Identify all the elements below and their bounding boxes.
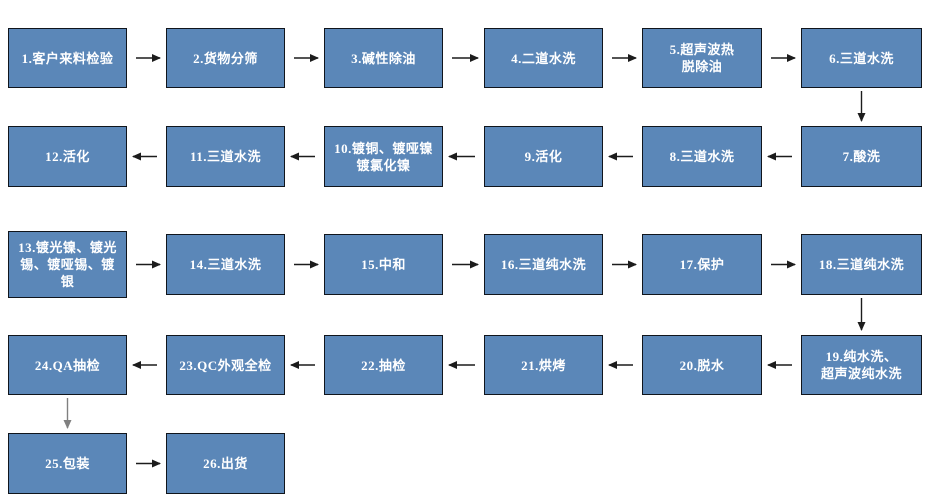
flow-step-3: 3.碱性除油 xyxy=(324,28,443,88)
flow-step-label: 2.货物分筛 xyxy=(193,50,258,66)
flow-step-16: 16.三道纯水洗 xyxy=(484,234,603,295)
flow-step-5: 5.超声波热脱除油 xyxy=(642,28,762,88)
flow-step-label: 5.超声波热 xyxy=(669,42,735,57)
flow-step-7: 7.酸洗 xyxy=(801,126,922,187)
flow-step-11: 11.三道水洗 xyxy=(166,126,285,187)
flow-step-label: 6.三道水洗 xyxy=(829,50,894,66)
flow-step-14: 14.三道水洗 xyxy=(166,234,285,295)
flow-step-18: 18.三道纯水洗 xyxy=(801,234,922,295)
flow-step-label: 17.保护 xyxy=(679,257,725,272)
flow-step-6: 6.三道水洗 xyxy=(801,28,922,88)
flow-step-23: 23.QC外观全检 xyxy=(166,335,285,395)
flow-step-label: 15.中和 xyxy=(361,257,406,272)
flow-step-label: 1.客户来料检验 xyxy=(21,50,114,66)
flow-step-label: 26.出货 xyxy=(203,456,248,471)
flow-step-label: 23.QC外观全检 xyxy=(179,357,272,373)
flow-step-label: 24.QA抽检 xyxy=(34,357,101,373)
flow-step-label: 25.包装 xyxy=(45,456,90,471)
flow-step-15: 15.中和 xyxy=(324,234,443,295)
flow-step-label: 13.镀光镍、镀光 xyxy=(18,240,117,255)
flow-step-label: 4.二道水洗 xyxy=(511,50,576,66)
flow-step-21: 21.烘烤 xyxy=(484,335,603,395)
flow-step-label: 锡、镀哑锡、镀 xyxy=(20,257,115,272)
flow-step-label: 超声波纯水洗 xyxy=(820,366,902,381)
flow-step-22: 22.抽检 xyxy=(324,335,443,395)
flow-step-19: 19.纯水洗、超声波纯水洗 xyxy=(801,335,922,395)
flow-step-label: 16.三道纯水洗 xyxy=(500,257,587,272)
flow-step-2: 2.货物分筛 xyxy=(166,28,285,88)
flow-step-8: 8.三道水洗 xyxy=(642,126,762,187)
flow-step-17: 17.保护 xyxy=(642,234,762,295)
flow-step-26: 26.出货 xyxy=(166,433,285,494)
flow-step-24: 24.QA抽检 xyxy=(8,335,127,395)
flow-step-label: 8.三道水洗 xyxy=(669,149,735,164)
flow-step-13: 13.镀光镍、镀光锡、镀哑锡、镀银 xyxy=(8,231,127,298)
flow-step-9: 9.活化 xyxy=(484,126,603,187)
flow-step-label: 7.酸洗 xyxy=(842,149,881,164)
flow-step-12: 12.活化 xyxy=(8,126,127,187)
flow-step-10: 10.镀铜、镀哑镍镀氯化镍 xyxy=(324,126,443,187)
flow-step-4: 4.二道水洗 xyxy=(484,28,603,88)
flow-step-label: 21.烘烤 xyxy=(521,357,566,373)
flow-step-20: 20.脱水 xyxy=(642,335,762,395)
flow-step-1: 1.客户来料检验 xyxy=(8,28,127,88)
flow-step-label: 12.活化 xyxy=(45,149,90,164)
flow-step-label: 22.抽检 xyxy=(361,357,406,373)
flow-step-label: 银 xyxy=(60,274,75,289)
flow-step-label: 3.碱性除油 xyxy=(351,50,416,66)
flow-step-label: 19.纯水洗、 xyxy=(825,349,898,364)
flow-step-label: 9.活化 xyxy=(524,149,563,164)
flow-step-label: 10.镀铜、镀哑镍 xyxy=(334,140,433,156)
flow-step-label: 镀氯化镍 xyxy=(356,157,411,173)
flow-step-25: 25.包装 xyxy=(8,433,127,494)
flow-step-label: 20.脱水 xyxy=(679,357,725,373)
flow-step-label: 18.三道纯水洗 xyxy=(818,257,905,272)
flow-step-label: 11.三道水洗 xyxy=(189,149,262,164)
flow-step-label: 脱除油 xyxy=(681,59,723,74)
flow-step-label: 14.三道水洗 xyxy=(189,257,262,272)
